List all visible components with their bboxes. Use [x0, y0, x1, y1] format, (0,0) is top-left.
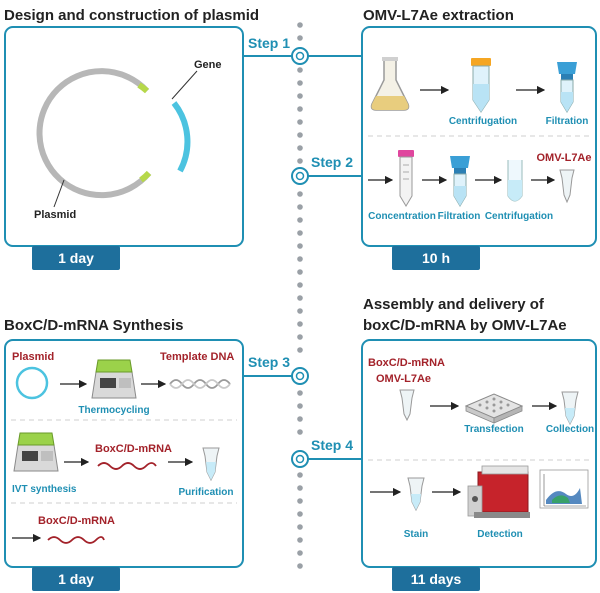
plasmid-duration-badge: [32, 246, 120, 270]
synthesis-panel-title: BoxC/D-mRNA Synthesis: [4, 317, 183, 334]
synthesis-duration-badge: [32, 567, 120, 591]
timeline-dots: [297, 22, 303, 569]
thermocycler-icon: [91, 359, 137, 399]
mrna-strand-icon: [97, 462, 157, 470]
centrifuge-tube-icon: [507, 160, 523, 202]
concentration-label: Concentration: [368, 211, 436, 222]
synthesis-panel: [4, 339, 244, 568]
purification-tube-icon: [202, 447, 220, 482]
filter-tube-icon: [557, 62, 577, 113]
collection-label: Collection: [546, 424, 594, 435]
microtube-icon: [399, 389, 415, 422]
assembly-panel-title-line2: boxC/D-mRNA by OMV-L7Ae: [363, 317, 567, 334]
plasmid-input-label: Plasmid: [12, 351, 54, 363]
step-3-label: Step 3: [248, 354, 290, 370]
scatter-plot-thumbnail: [539, 469, 589, 509]
microtube-icon: [559, 169, 575, 204]
centrifuge-tube-icon: [471, 58, 491, 113]
filtration-label: Filtration: [438, 211, 481, 222]
boxcd-mrna-input-label: BoxC/D-mRNA: [368, 357, 445, 369]
step-2-label: Step 2: [311, 154, 353, 170]
purification-label: Purification: [178, 487, 233, 498]
omv-l7ae-product-label: OMV-L7Ae: [536, 152, 591, 164]
template-dna-label: Template DNA: [160, 351, 234, 363]
plasmid-label: Plasmid: [34, 209, 76, 221]
mrna-strand-icon: [47, 536, 105, 544]
step-4-connector: [291, 450, 362, 468]
assembly-panel: [361, 339, 597, 568]
step-3-connector: [243, 367, 309, 385]
boxcd-mrna-bottom-label: BoxC/D-mRNA: [38, 515, 115, 527]
well-plate-icon: [464, 393, 524, 424]
flask-icon: [370, 57, 410, 111]
ivt-synthesis-label: IVT synthesis: [12, 484, 77, 495]
dna-helix-icon: [169, 379, 231, 389]
stain-tube-icon: [407, 477, 425, 512]
gene-label: Gene: [194, 59, 222, 71]
step-1-connector: [243, 47, 362, 65]
assembly-duration-badge: [392, 567, 480, 591]
extraction-duration-badge: [392, 246, 480, 270]
step-4-label: Step 4: [311, 437, 353, 453]
synthesis-duration: 1 day: [58, 571, 94, 587]
extraction-panel-title: OMV-L7Ae extraction: [363, 7, 514, 24]
filter-tube-icon: [450, 156, 470, 207]
centrifugation-label: Centrifugation: [485, 211, 553, 222]
plasmid-panel-title: Design and construction of plasmid: [4, 7, 259, 24]
boxcd-mrna-label: BoxC/D-mRNA: [95, 443, 172, 455]
centrifugation-label: Centrifugation: [449, 116, 517, 127]
collection-tube-icon: [561, 391, 579, 426]
plasmid-duration: 1 day: [58, 250, 94, 266]
thermocycling-label: Thermocycling: [78, 405, 149, 416]
flow-cytometer-icon: [467, 465, 530, 518]
extraction-duration: 10 h: [422, 250, 450, 266]
step-2-connector: [291, 167, 362, 185]
plasmid-map-icon: [36, 68, 198, 208]
step-1-label: Step 1: [248, 35, 290, 51]
detection-label: Detection: [477, 529, 523, 540]
assembly-panel-title-line1: Assembly and delivery of: [363, 296, 545, 313]
stain-label: Stain: [404, 529, 428, 540]
filtration-label: Filtration: [546, 116, 589, 127]
transfection-label: Transfection: [464, 424, 523, 435]
concentration-tube-icon: [398, 150, 414, 207]
plasmid-circle-icon: [15, 366, 49, 400]
ivt-instrument-icon: [13, 432, 59, 472]
omv-l7ae-input-label: OMV-L7Ae: [376, 373, 431, 385]
assembly-duration: 11 days: [411, 571, 462, 587]
